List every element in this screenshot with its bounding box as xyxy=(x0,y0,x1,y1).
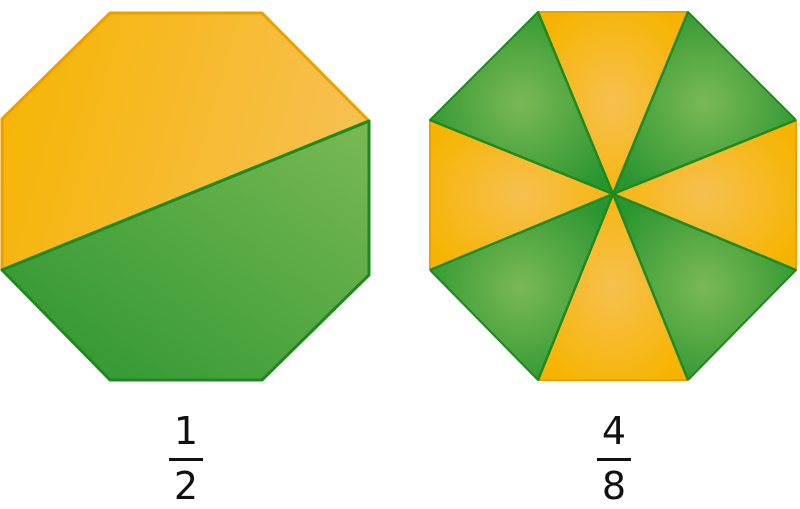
numerator: 4 xyxy=(601,409,627,453)
spoke-line xyxy=(611,11,690,195)
spoke-line xyxy=(429,192,614,272)
fraction-bar xyxy=(597,458,631,461)
octagon-halves xyxy=(0,11,371,382)
fraction-one-half: 1 2 xyxy=(146,412,226,509)
spoke-line xyxy=(612,118,797,196)
fraction-bar xyxy=(169,458,203,461)
spoke-line xyxy=(536,11,615,195)
denominator: 8 xyxy=(601,464,627,508)
fraction-four-eighths: 4 8 xyxy=(574,412,654,509)
numerator: 1 xyxy=(173,409,199,453)
spoke-line xyxy=(536,193,615,381)
spoke-line xyxy=(612,192,797,272)
octagon-eighths xyxy=(429,11,797,381)
dividing-line xyxy=(1,119,370,272)
spoke-line xyxy=(611,193,690,381)
denominator: 2 xyxy=(173,464,199,508)
spoke-line xyxy=(429,118,614,196)
